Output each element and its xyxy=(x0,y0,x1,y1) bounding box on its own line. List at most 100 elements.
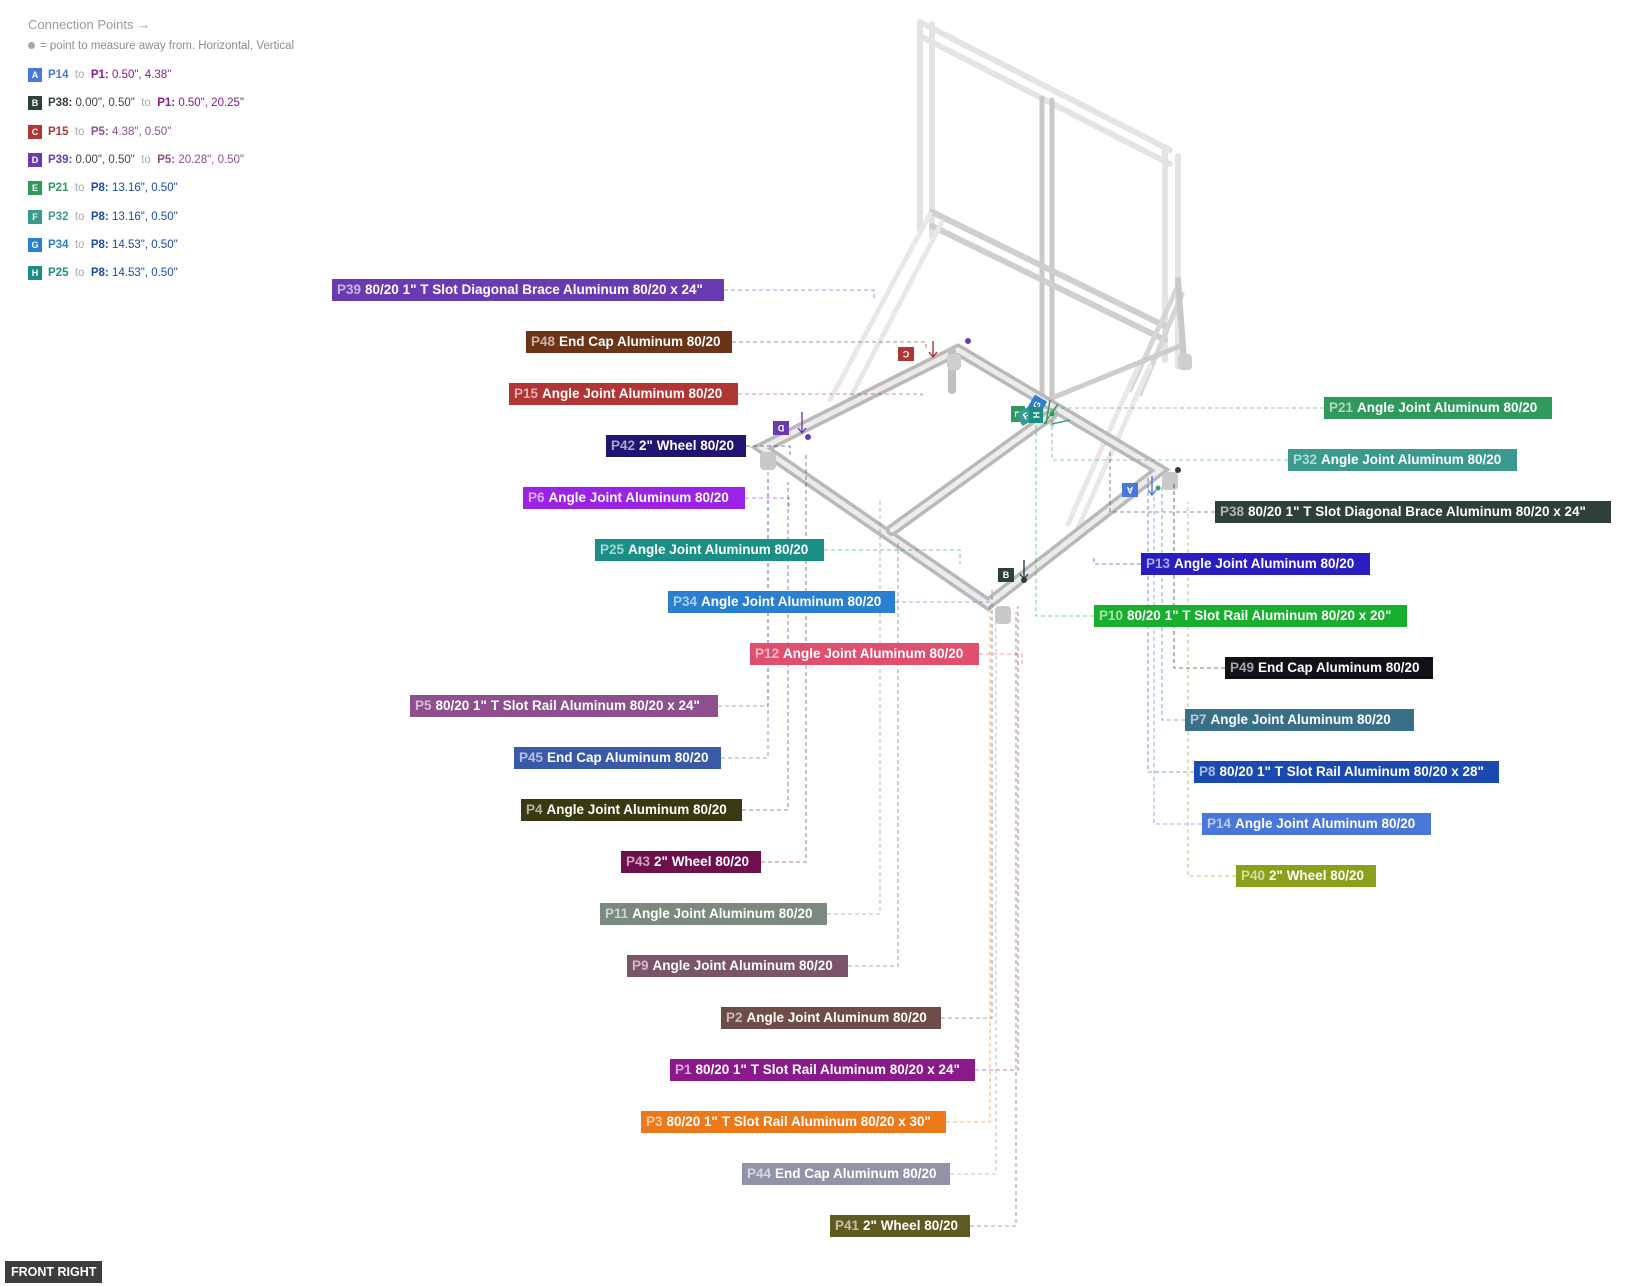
leader-line-p15 xyxy=(738,393,923,398)
model-badge-b: B xyxy=(998,568,1014,582)
connection-target-part: P1: xyxy=(157,97,176,110)
connection-badge: E xyxy=(28,181,42,196)
connection-badge: H xyxy=(28,266,42,281)
part-name: 80/20 1" T Slot Rail Aluminum 80/20 x 24… xyxy=(695,1062,960,1077)
connection-target-part: P8: xyxy=(90,267,109,280)
part-name: 80/20 1" T Slot Diagonal Brace Aluminum … xyxy=(1248,504,1586,519)
leader-line-p7 xyxy=(1161,484,1185,721)
part-name: 2" Wheel 80/20 xyxy=(1269,868,1364,883)
model-badge-d: D xyxy=(773,421,789,435)
connection-points-title: Connection Points → xyxy=(28,17,151,32)
leader-line-p41 xyxy=(970,612,1017,1227)
part-name: Angle Joint Aluminum 80/20 xyxy=(1235,816,1416,831)
connection-target-value: 4.38", 0.50" xyxy=(111,125,172,138)
connection-from-part: P14 xyxy=(48,69,69,81)
part-id: P42 xyxy=(611,438,636,453)
part-id: P5 xyxy=(415,698,432,713)
part-id: P1 xyxy=(675,1062,692,1077)
leader-line-p34 xyxy=(895,601,991,612)
connection-target-value: 0.50", 20.25" xyxy=(178,97,245,110)
part-name: 80/20 1" T Slot Rail Aluminum 80/20 x 28… xyxy=(1219,764,1484,779)
connection-target-part: P8: xyxy=(90,182,109,195)
part-id: P4 xyxy=(526,802,543,817)
connection-from-value: 0.00", 0.50" xyxy=(75,97,135,110)
leader-line-p45 xyxy=(721,478,769,759)
part-id: P13 xyxy=(1146,556,1171,571)
part-id: P48 xyxy=(531,334,556,349)
leader-line-p3 xyxy=(946,610,991,1123)
connection-target-part: P8: xyxy=(90,210,109,223)
part-id: P45 xyxy=(519,750,544,765)
part-id: P39 xyxy=(337,282,362,297)
connection-target-value: 0.50", 4.38" xyxy=(111,69,172,81)
leader-line-p21 xyxy=(1051,407,1324,416)
part-name: Angle Joint Aluminum 80/20 xyxy=(1357,400,1538,415)
part-name: End Cap Aluminum 80/20 xyxy=(775,1166,937,1181)
part-id: P10 xyxy=(1099,608,1124,623)
connection-target-part: P8: xyxy=(90,238,109,251)
part-name: Angle Joint Aluminum 80/20 xyxy=(628,542,809,557)
connection-markers xyxy=(797,338,1181,583)
part-id: P9 xyxy=(632,958,649,973)
base-frame xyxy=(750,343,1171,612)
connection-to-word: to xyxy=(74,210,85,223)
part-name: End Cap Aluminum 80/20 xyxy=(559,334,721,349)
part-id: P44 xyxy=(747,1166,772,1181)
leader-line-p13 xyxy=(1093,558,1141,565)
connection-from-value: 0.00", 0.50" xyxy=(75,153,135,166)
leader-line-p42 xyxy=(746,445,791,455)
part-name: End Cap Aluminum 80/20 xyxy=(1258,660,1420,675)
connection-from-part: P39: xyxy=(48,153,73,166)
leader-line-p39 xyxy=(724,289,875,298)
part-id: P38 xyxy=(1220,504,1245,519)
leader-line-p9 xyxy=(848,540,899,967)
leader-line-p43 xyxy=(761,452,807,863)
connection-target-value: 14.53", 0.50" xyxy=(111,238,178,251)
part-name: Angle Joint Aluminum 80/20 xyxy=(632,906,813,921)
connection-target-part: P1: xyxy=(90,69,109,81)
leader-line-p48 xyxy=(732,341,927,350)
part-id: P49 xyxy=(1230,660,1255,675)
part-id: P21 xyxy=(1329,400,1354,415)
measure-point-icon xyxy=(28,42,35,50)
part-name: Angle Joint Aluminum 80/20 xyxy=(546,802,727,817)
part-id: P2 xyxy=(726,1010,743,1025)
